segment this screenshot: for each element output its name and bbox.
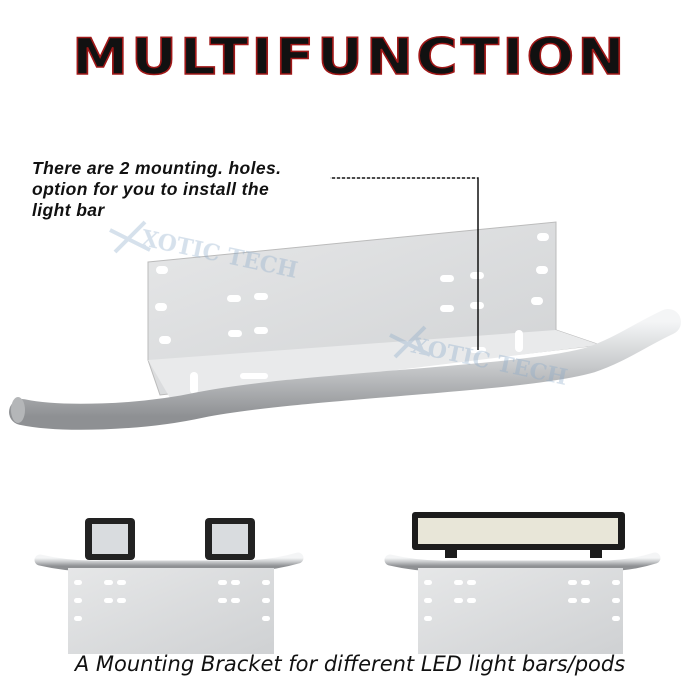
caption: A Mounting Bracket for different LED lig…	[74, 652, 626, 676]
main-bracket-plate	[147, 221, 601, 398]
lightbar-assembly	[384, 512, 661, 654]
main-bracket-tube	[9, 309, 681, 430]
mounting-holes-annotation: There are 2 mounting. holes. option for …	[32, 158, 281, 221]
headline: MULTIFUNCTION	[71, 27, 628, 87]
annotation-line: light bar	[32, 200, 105, 220]
pods-assembly	[34, 518, 304, 654]
annotation-line: option for you to install the	[32, 179, 270, 199]
annotation-line: There are 2 mounting. holes.	[32, 158, 282, 178]
annotation-leader-line	[330, 177, 479, 350]
